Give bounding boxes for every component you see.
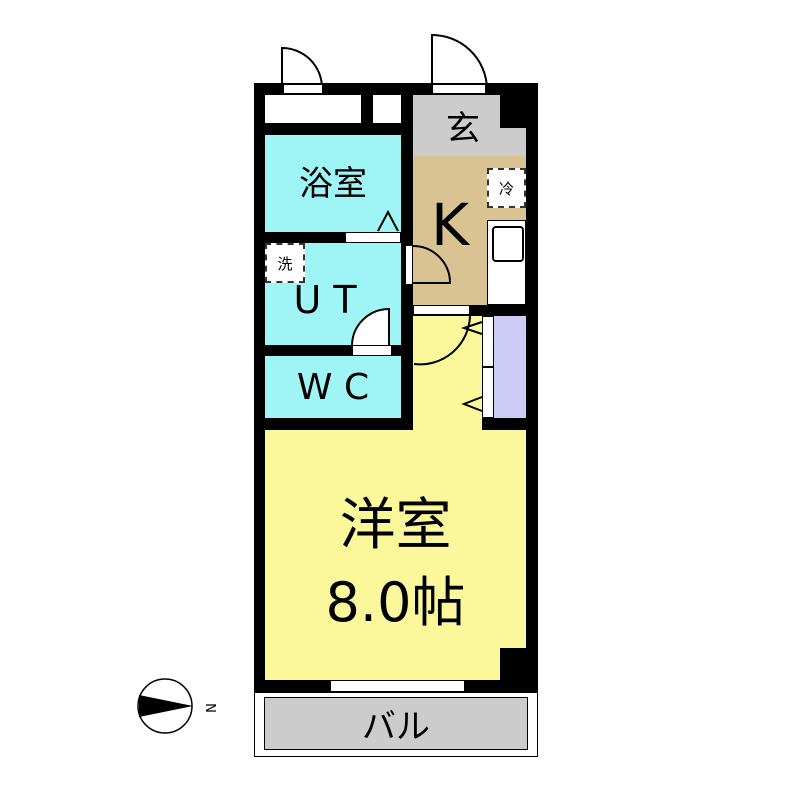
bathroom-label: 浴室 [299,163,367,204]
compass-north-label: N [202,703,218,713]
utility-label: U T [293,278,357,322]
washer-space: 洗 [265,243,305,283]
sink-icon [492,226,524,262]
wc-door [352,345,392,356]
compass-icon [137,678,193,734]
balcony [264,697,528,750]
divider [482,366,494,368]
western-room [265,430,526,680]
western-room-size: 8.0帖 [325,570,466,634]
pillar [500,95,526,128]
toilet-label: W C [296,366,370,408]
door-swing-icon [413,315,483,366]
closet-arrow-icon [461,396,483,412]
fridge-space: 冷 [487,168,526,208]
kitchen-label: K [430,191,470,259]
bath-door [345,232,401,243]
door [282,83,324,95]
door-swing-icon [281,46,323,89]
entrance-door [431,83,487,95]
entrance-label: 玄 [446,109,480,149]
storage [265,95,361,123]
toilet [265,356,401,418]
door-swing-icon [412,245,452,284]
bathroom [265,135,401,232]
entrance-door-swing-icon [431,33,488,89]
ut-door [405,245,413,285]
hall [413,316,482,430]
room-door [413,305,470,315]
door-swing-icon [351,308,390,347]
door-arrow-icon [377,209,399,232]
closet [494,316,526,418]
window [330,680,465,692]
storage-small [373,95,401,123]
pillar [500,648,526,680]
western-room-label: 洋室 [339,492,452,558]
balcony-label: バル [362,707,430,747]
